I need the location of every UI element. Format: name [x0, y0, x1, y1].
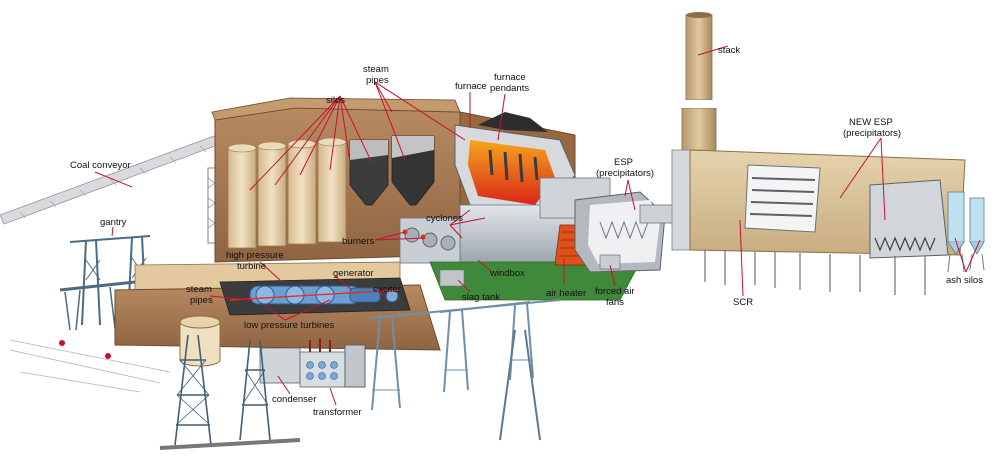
- label-furnace: furnace: [455, 81, 487, 92]
- label-cyclones: cyclones: [426, 213, 463, 224]
- label-air-heater: air heater: [546, 288, 586, 299]
- label-burners: burners: [342, 236, 374, 247]
- label-slag-tank: slag tank: [462, 292, 500, 303]
- ash-silos: [947, 191, 985, 273]
- label-high-pressure-turbine-2: turbine: [237, 261, 266, 272]
- label-condenser: condenser: [272, 394, 316, 405]
- label-high-pressure-turbine-1: high pressure: [226, 250, 284, 261]
- turbine-hall: [114, 261, 441, 351]
- coal-silos: [227, 135, 435, 249]
- esp-precipitators: [574, 191, 681, 273]
- label-steam-pipes-low-1: steam: [186, 284, 212, 295]
- condenser-transformer: [179, 315, 366, 388]
- label-steam-pipes-top-2: pipes: [366, 75, 389, 86]
- label-forced-air-fans-1: forced air: [595, 286, 635, 297]
- label-ash-silos: ash silos: [946, 275, 983, 286]
- new-esp-scr: [689, 149, 966, 295]
- label-steam-pipes-low-2: pipes: [190, 295, 213, 306]
- label-low-pressure-turbines: low pressure turbines: [244, 320, 335, 331]
- support-trestles: [369, 299, 561, 441]
- transmission-pylons: [159, 334, 301, 450]
- label-windbox: windbox: [489, 268, 525, 279]
- label-new-esp-1: NEW ESP: [849, 117, 893, 128]
- label-transformer: transformer: [313, 407, 362, 418]
- labels: Coal conveyor gantry silos steam pipes f…: [70, 45, 983, 418]
- label-esp-1: ESP: [614, 157, 633, 168]
- label-furnace-pendants-1: furnace: [494, 72, 526, 83]
- label-stack: stack: [718, 45, 740, 56]
- label-furnace-pendants-2: pendants: [490, 83, 529, 94]
- label-scr: SCR: [733, 297, 753, 308]
- label-gantry: gantry: [100, 217, 127, 228]
- label-generator: generator: [333, 268, 374, 279]
- label-forced-air-fans-2: fans: [606, 297, 624, 308]
- ground-rails: [9, 339, 171, 393]
- label-steam-pipes-top-1: steam: [363, 64, 389, 75]
- label-silos: silos: [326, 95, 345, 106]
- leader-lines: [94, 45, 981, 406]
- label-exciter: exciter: [373, 284, 401, 295]
- label-esp-2: (precipitators): [596, 168, 654, 179]
- label-coal-conveyor: Coal conveyor: [70, 160, 131, 171]
- label-new-esp-2: (precipitators): [843, 128, 901, 139]
